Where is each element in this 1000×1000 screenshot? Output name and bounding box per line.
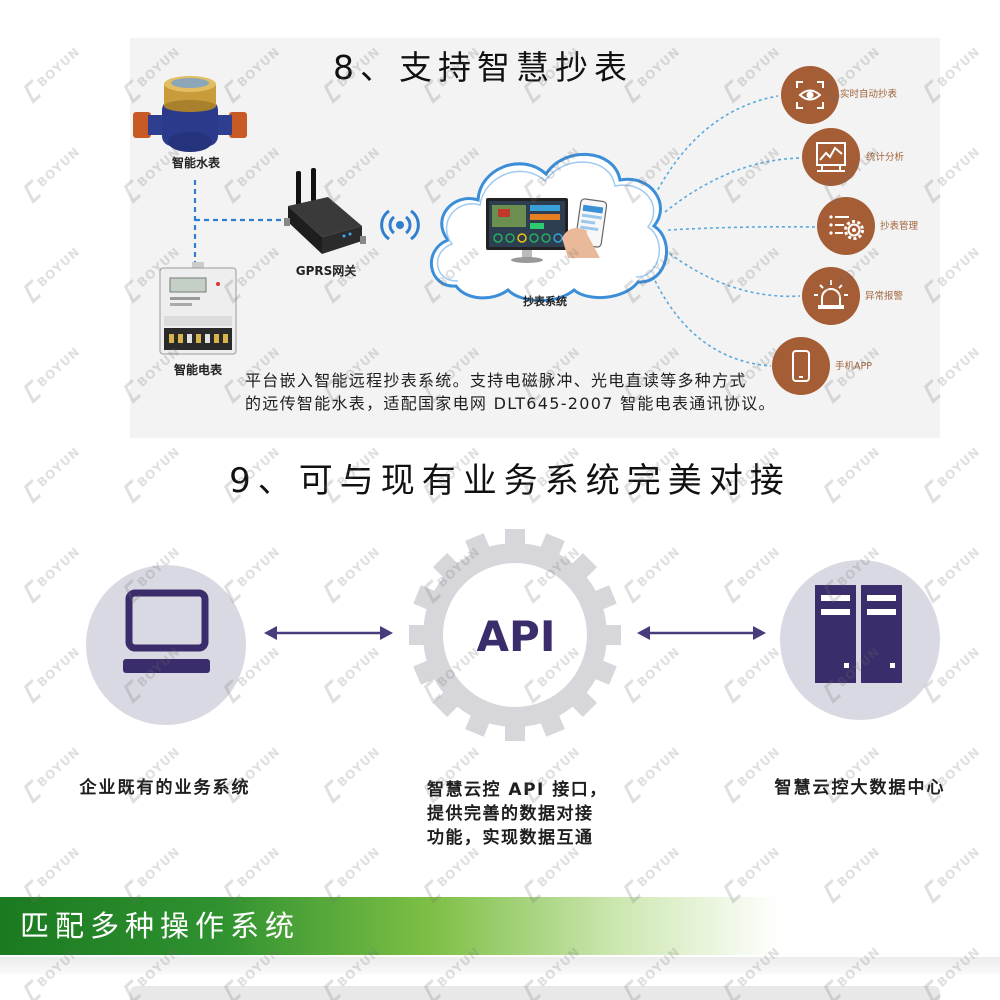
server-icon: [815, 585, 902, 683]
cloud-system-label: 抄表系统: [523, 295, 567, 308]
feature-label-2: 抄表管理: [880, 221, 919, 232]
description-line-2: 的远传智能水表，适配国家电网 DLT645-2007 智能电表通讯协议。: [245, 394, 776, 413]
phone-in-hand-icon: [562, 198, 608, 258]
data-center-circle: [780, 560, 940, 720]
double-arrow-right: [637, 626, 766, 640]
feature-circle-1: [802, 128, 860, 186]
electric-meter-icon: [159, 262, 237, 355]
alarm-light-icon: [814, 280, 848, 309]
feature-link-3: [664, 249, 801, 298]
eye-scan-icon: [796, 81, 824, 109]
business-system-label: 企业既有的业务系统: [79, 778, 251, 798]
feature-label-0: 实时自动抄表: [840, 89, 898, 100]
dashboard-monitor-icon: [486, 198, 568, 263]
feature-circle-2: [817, 197, 875, 255]
feature-link-1: [664, 157, 801, 213]
feature-label-3: 异常报警: [865, 291, 904, 302]
api-description-line-2: 提供完善的数据对接: [427, 804, 594, 824]
water-meter-label: 智能水表: [171, 156, 220, 170]
api-badge: API: [477, 612, 556, 661]
os-banner-text: 匹配多种操作系统: [20, 909, 301, 943]
gprs-gateway-icon: [284, 168, 366, 254]
os-banner: 匹配多种操作系统: [0, 897, 780, 955]
data-center-label: 智慧云控大数据中心: [774, 778, 946, 798]
monitor-icon: [123, 589, 210, 673]
feature-label-4: 手机APP: [835, 361, 872, 372]
chart-monitor-icon: [816, 142, 846, 172]
electric-meter-label: 智能电表: [173, 363, 222, 377]
feature-circle-4: [772, 337, 830, 395]
feature-link-4: [649, 269, 772, 367]
water-meter-icon: [133, 76, 247, 152]
wireless-signal-icon: [380, 209, 420, 241]
gateway-label: GPRS网关: [295, 264, 357, 278]
feature-circle-3: [802, 267, 860, 325]
next-panel-edge: [130, 986, 940, 1000]
smartphone-icon: [792, 350, 810, 382]
section9-title: 9、可与现有业务系统完美对接: [229, 461, 791, 501]
section8-title: 8、支持智慧抄表: [333, 48, 633, 87]
feature-link-0: [654, 95, 779, 196]
api-description-line-1: 智慧云控 API 接口，: [427, 780, 608, 800]
banner-shadow: [0, 957, 1000, 975]
api-description-line-3: 功能，实现数据互通: [427, 828, 594, 848]
feature-link-2: [667, 226, 816, 231]
double-arrow-left: [264, 626, 393, 640]
feature-label-1: 统计分析: [866, 152, 905, 163]
list-gear-icon: [829, 215, 864, 240]
gear-icon: API: [409, 529, 621, 741]
feature-circle-0: [781, 66, 839, 124]
description-line-1: 平台嵌入智能远程抄表系统。支持电磁脉冲、光电直读等多种方式: [245, 371, 747, 390]
